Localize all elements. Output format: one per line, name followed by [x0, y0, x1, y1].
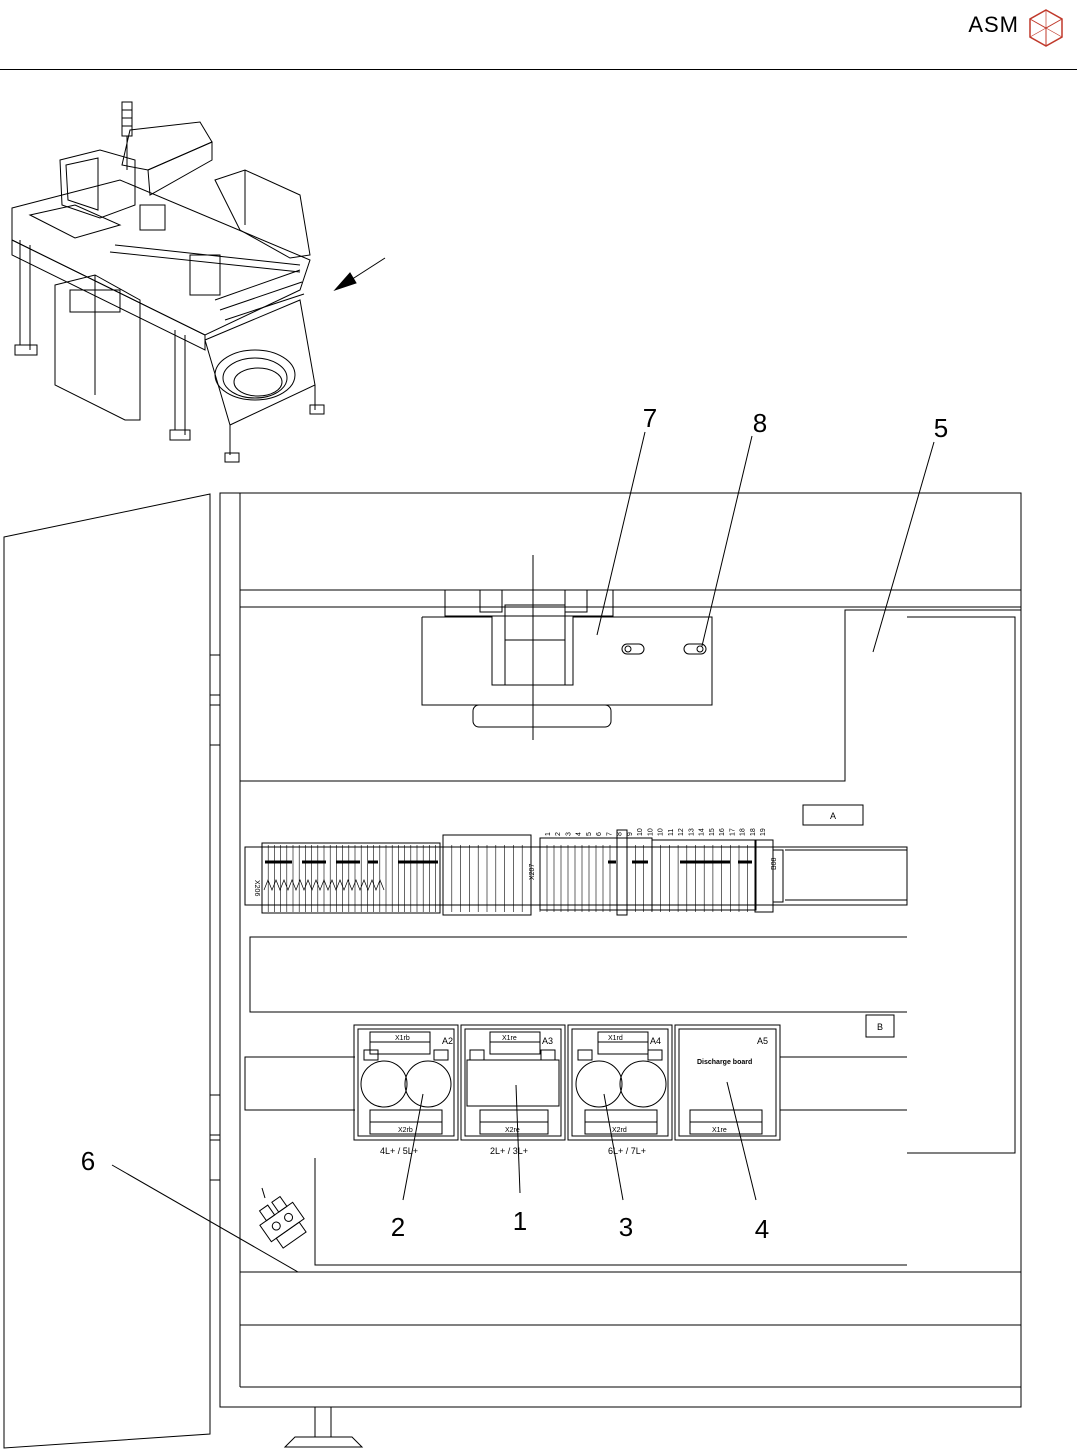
terminal-number: 19	[760, 828, 767, 836]
board-a3-caption: 2L+ / 3L+	[490, 1146, 528, 1156]
asm-logo-icon	[1027, 8, 1065, 48]
terminal-number: 1	[545, 832, 552, 836]
board-a3-id: A3	[542, 1036, 553, 1046]
callout-4: 4	[755, 1214, 769, 1244]
label-box-a-text: A	[830, 811, 836, 821]
terminal-x207-label: X207	[529, 864, 536, 880]
label-box-b: B	[866, 1015, 894, 1037]
terminal-number: 18	[750, 828, 757, 836]
page-header: ASM	[0, 0, 1077, 70]
cabinet-door	[4, 494, 220, 1448]
terminal-x208-label: B08	[771, 857, 778, 870]
board-a4-id: A4	[650, 1036, 661, 1046]
terminal-number: 10	[647, 828, 654, 836]
board-a4-top-connector: X1rd	[608, 1035, 623, 1042]
door-switch	[253, 1188, 311, 1251]
terminal-number: 17	[729, 828, 736, 836]
terminal-number: 14	[699, 828, 706, 836]
terminal-number: 13	[688, 828, 695, 836]
callout-3: 3	[619, 1212, 633, 1242]
board-a3-top-connector: X1re	[502, 1035, 517, 1042]
terminal-number: 5	[586, 832, 593, 836]
board-a5-title: Discharge board	[697, 1059, 752, 1066]
board-a2: X1rb A2 X2rb 4L+ / 5L+	[354, 1025, 458, 1156]
terminal-number: 16	[719, 828, 726, 836]
terminal-number: 12	[678, 828, 685, 836]
label-box-b-text: B	[877, 1022, 883, 1032]
callout-6: 6	[81, 1146, 95, 1176]
board-a3: X1re A3 X2re 2L+ / 3L+	[461, 1025, 565, 1156]
cable-duct-right	[240, 610, 1021, 1153]
terminal-number: 7	[606, 832, 613, 836]
terminal-number: 11	[668, 829, 675, 836]
callout-7: 7	[643, 403, 657, 433]
terminal-number: 18	[740, 828, 747, 836]
callout-8: 8	[753, 408, 767, 438]
wiring-ducts	[245, 937, 907, 1265]
callout-5: 5	[934, 413, 948, 443]
terminal-number: 4	[576, 832, 583, 836]
terminal-number: 6	[596, 832, 603, 836]
board-a2-top-connector: X1rb	[395, 1035, 410, 1042]
terminal-number: 3	[566, 832, 573, 836]
label-box-a: A	[803, 805, 863, 825]
terminal-number: 10	[658, 828, 665, 836]
brand-name: ASM	[968, 12, 1019, 38]
board-a5-bottom-connector: X1re	[712, 1127, 727, 1134]
terminal-number: 2	[555, 832, 562, 836]
callout-labels: 7 8 5 6 2 1 3 4	[81, 403, 948, 1244]
callout-2: 2	[391, 1212, 405, 1242]
terminal-number: 10	[637, 828, 644, 836]
board-a2-id: A2	[442, 1036, 453, 1046]
board-a2-bottom-connector: X2rb	[398, 1127, 413, 1134]
cabinet-diagram: X206 X207 B08 12345678910101011121314151…	[0, 70, 1077, 1449]
machine-overview-drawing	[12, 102, 385, 462]
callout-1: 1	[513, 1206, 527, 1236]
terminal-number: 8	[617, 832, 624, 836]
cabinet-body	[220, 493, 1021, 1447]
board-a4-bottom-connector: X2rd	[612, 1127, 627, 1134]
power-supply-unit	[422, 555, 712, 740]
board-a4: X1rd A4 X2rd 6L+ / 7L+	[568, 1025, 672, 1156]
terminal-number: 15	[709, 828, 716, 836]
terminal-number: 9	[627, 832, 634, 836]
terminal-x206-label: X206	[253, 880, 260, 896]
board-a5-id: A5	[757, 1036, 768, 1046]
